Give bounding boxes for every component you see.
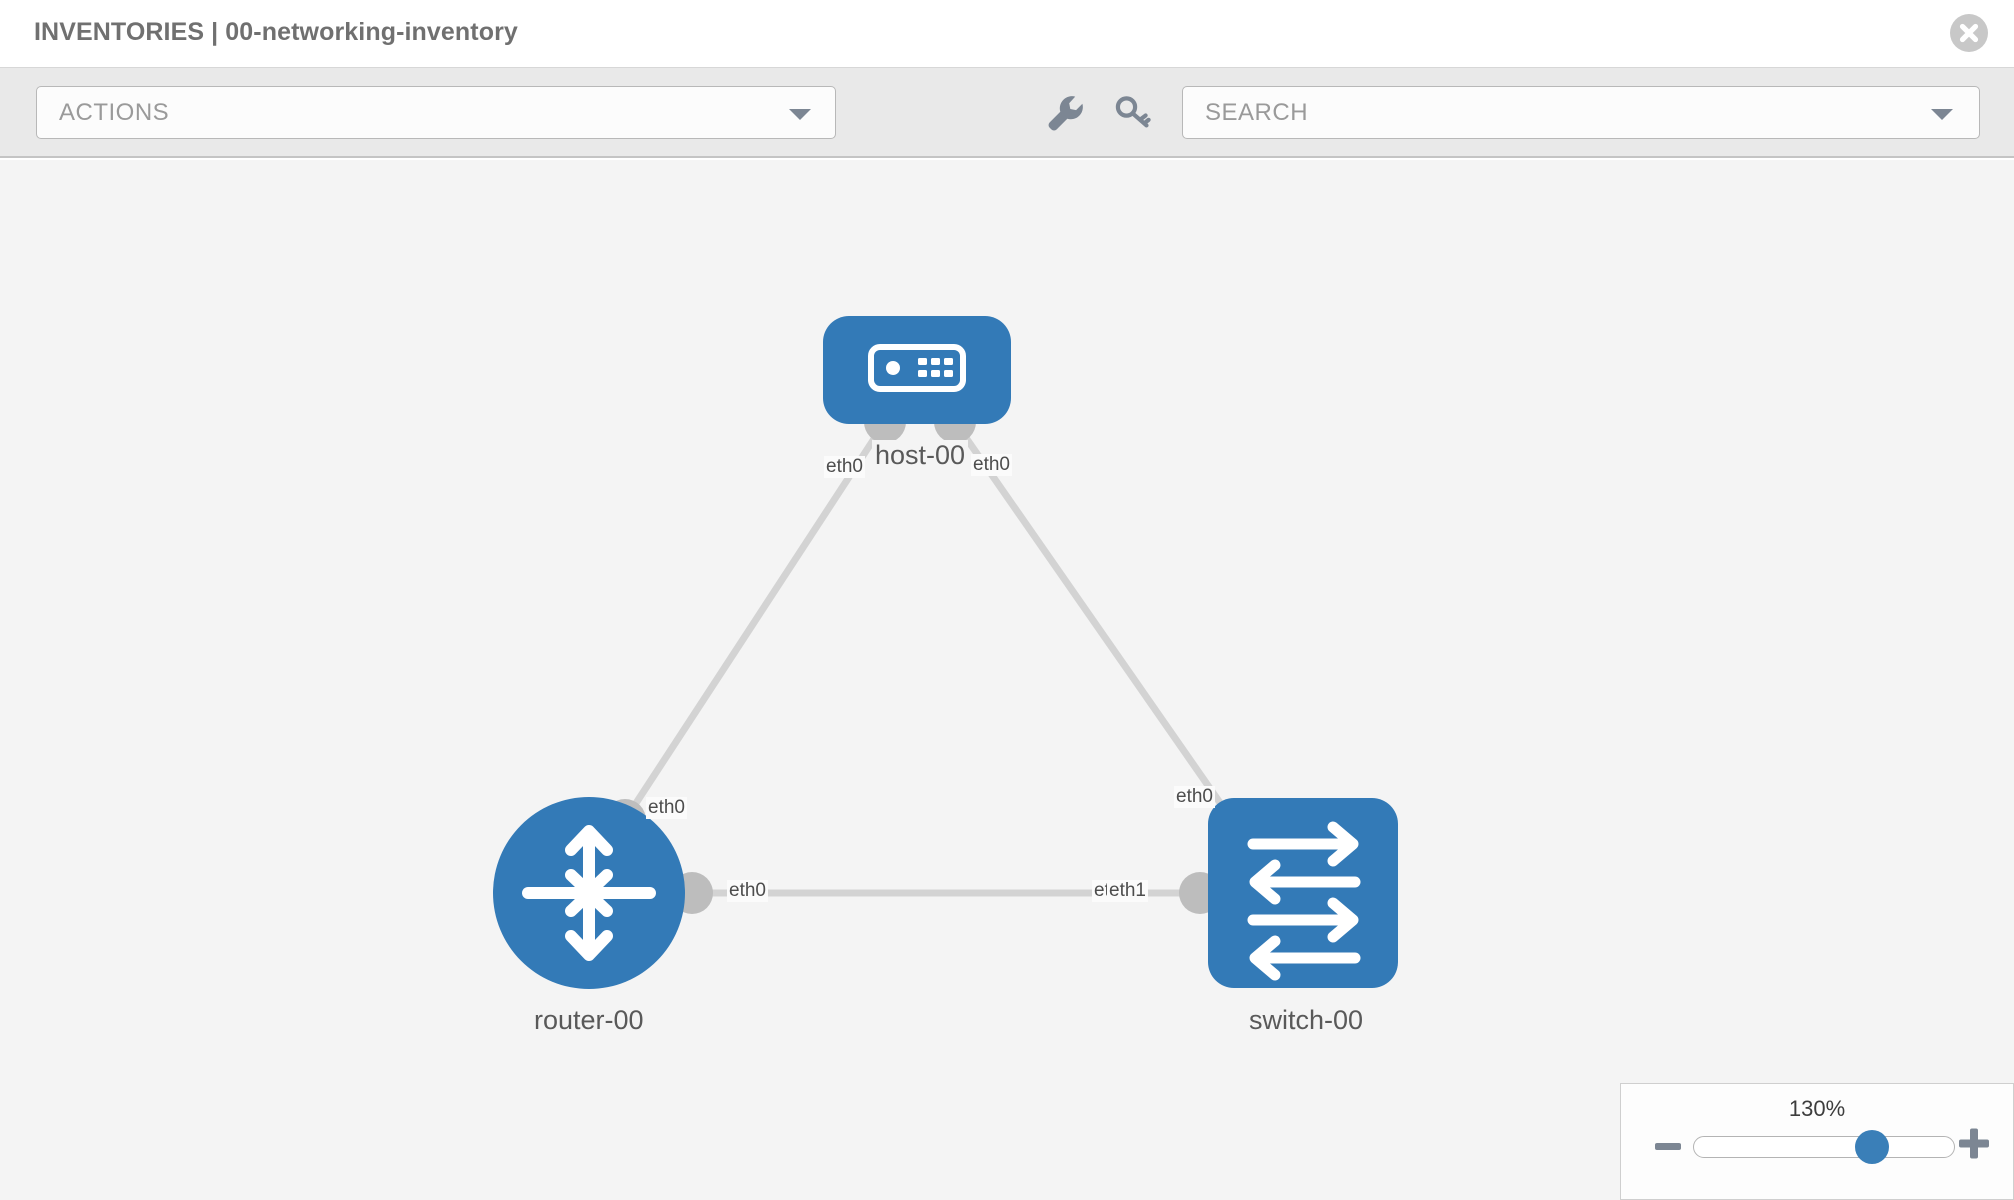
node-label-host-00: host-00 <box>872 440 969 471</box>
zoom-control-panel: 130% <box>1620 1083 2014 1200</box>
iface-label-host00-to-router00: eth0 <box>824 456 865 478</box>
node-label-router-00: router-00 <box>531 1005 647 1036</box>
chevron-down-icon <box>789 108 811 120</box>
actions-dropdown-label: ACTIONS <box>59 99 170 126</box>
key-icon[interactable] <box>1110 90 1156 136</box>
node-label-switch-00: switch-00 <box>1246 1005 1367 1036</box>
page-header: INVENTORIES | 00-networking-inventory <box>0 0 2014 68</box>
search-input[interactable]: SEARCH <box>1182 86 1980 139</box>
iface-label-host00-to-switch00: eth0 <box>971 454 1012 476</box>
minus-icon[interactable] <box>1653 1132 1683 1167</box>
zoom-level-value: 130% <box>1788 1096 1846 1121</box>
node-host-00 <box>823 316 1011 424</box>
actions-dropdown[interactable]: ACTIONS <box>36 86 836 139</box>
wrench-icon[interactable] <box>1042 90 1088 136</box>
node-router-00 <box>493 797 685 989</box>
topology-graph <box>493 316 1398 989</box>
zoom-slider[interactable] <box>1693 1130 1955 1164</box>
close-icon[interactable] <box>1950 14 1988 52</box>
node-switch-00 <box>1208 798 1398 988</box>
link-edges <box>622 420 1235 897</box>
zoom-slider-handle[interactable] <box>1855 1130 1890 1164</box>
link-connectors <box>604 401 1253 914</box>
link-host00-switch00 <box>952 420 1235 822</box>
iface-label-switch00-to-router00: eth1 <box>1107 880 1148 902</box>
iface-label-router00-to-host00: eth0 <box>646 797 687 819</box>
plus-icon[interactable] <box>1957 1126 1991 1165</box>
iface-label-switch00-to-host00: eth0 <box>1174 786 1215 808</box>
page-title: INVENTORIES | 00-networking-inventory <box>34 18 518 46</box>
iface-label-router00-to-switch00: eth0 <box>727 880 768 902</box>
chevron-down-icon[interactable] <box>1931 108 1953 120</box>
topology-canvas[interactable]: host-00 router-00 switch-00 eth0 eth0 et… <box>0 160 2014 1200</box>
search-placeholder-label: SEARCH <box>1205 99 1309 126</box>
link-host00-router00 <box>622 420 888 822</box>
